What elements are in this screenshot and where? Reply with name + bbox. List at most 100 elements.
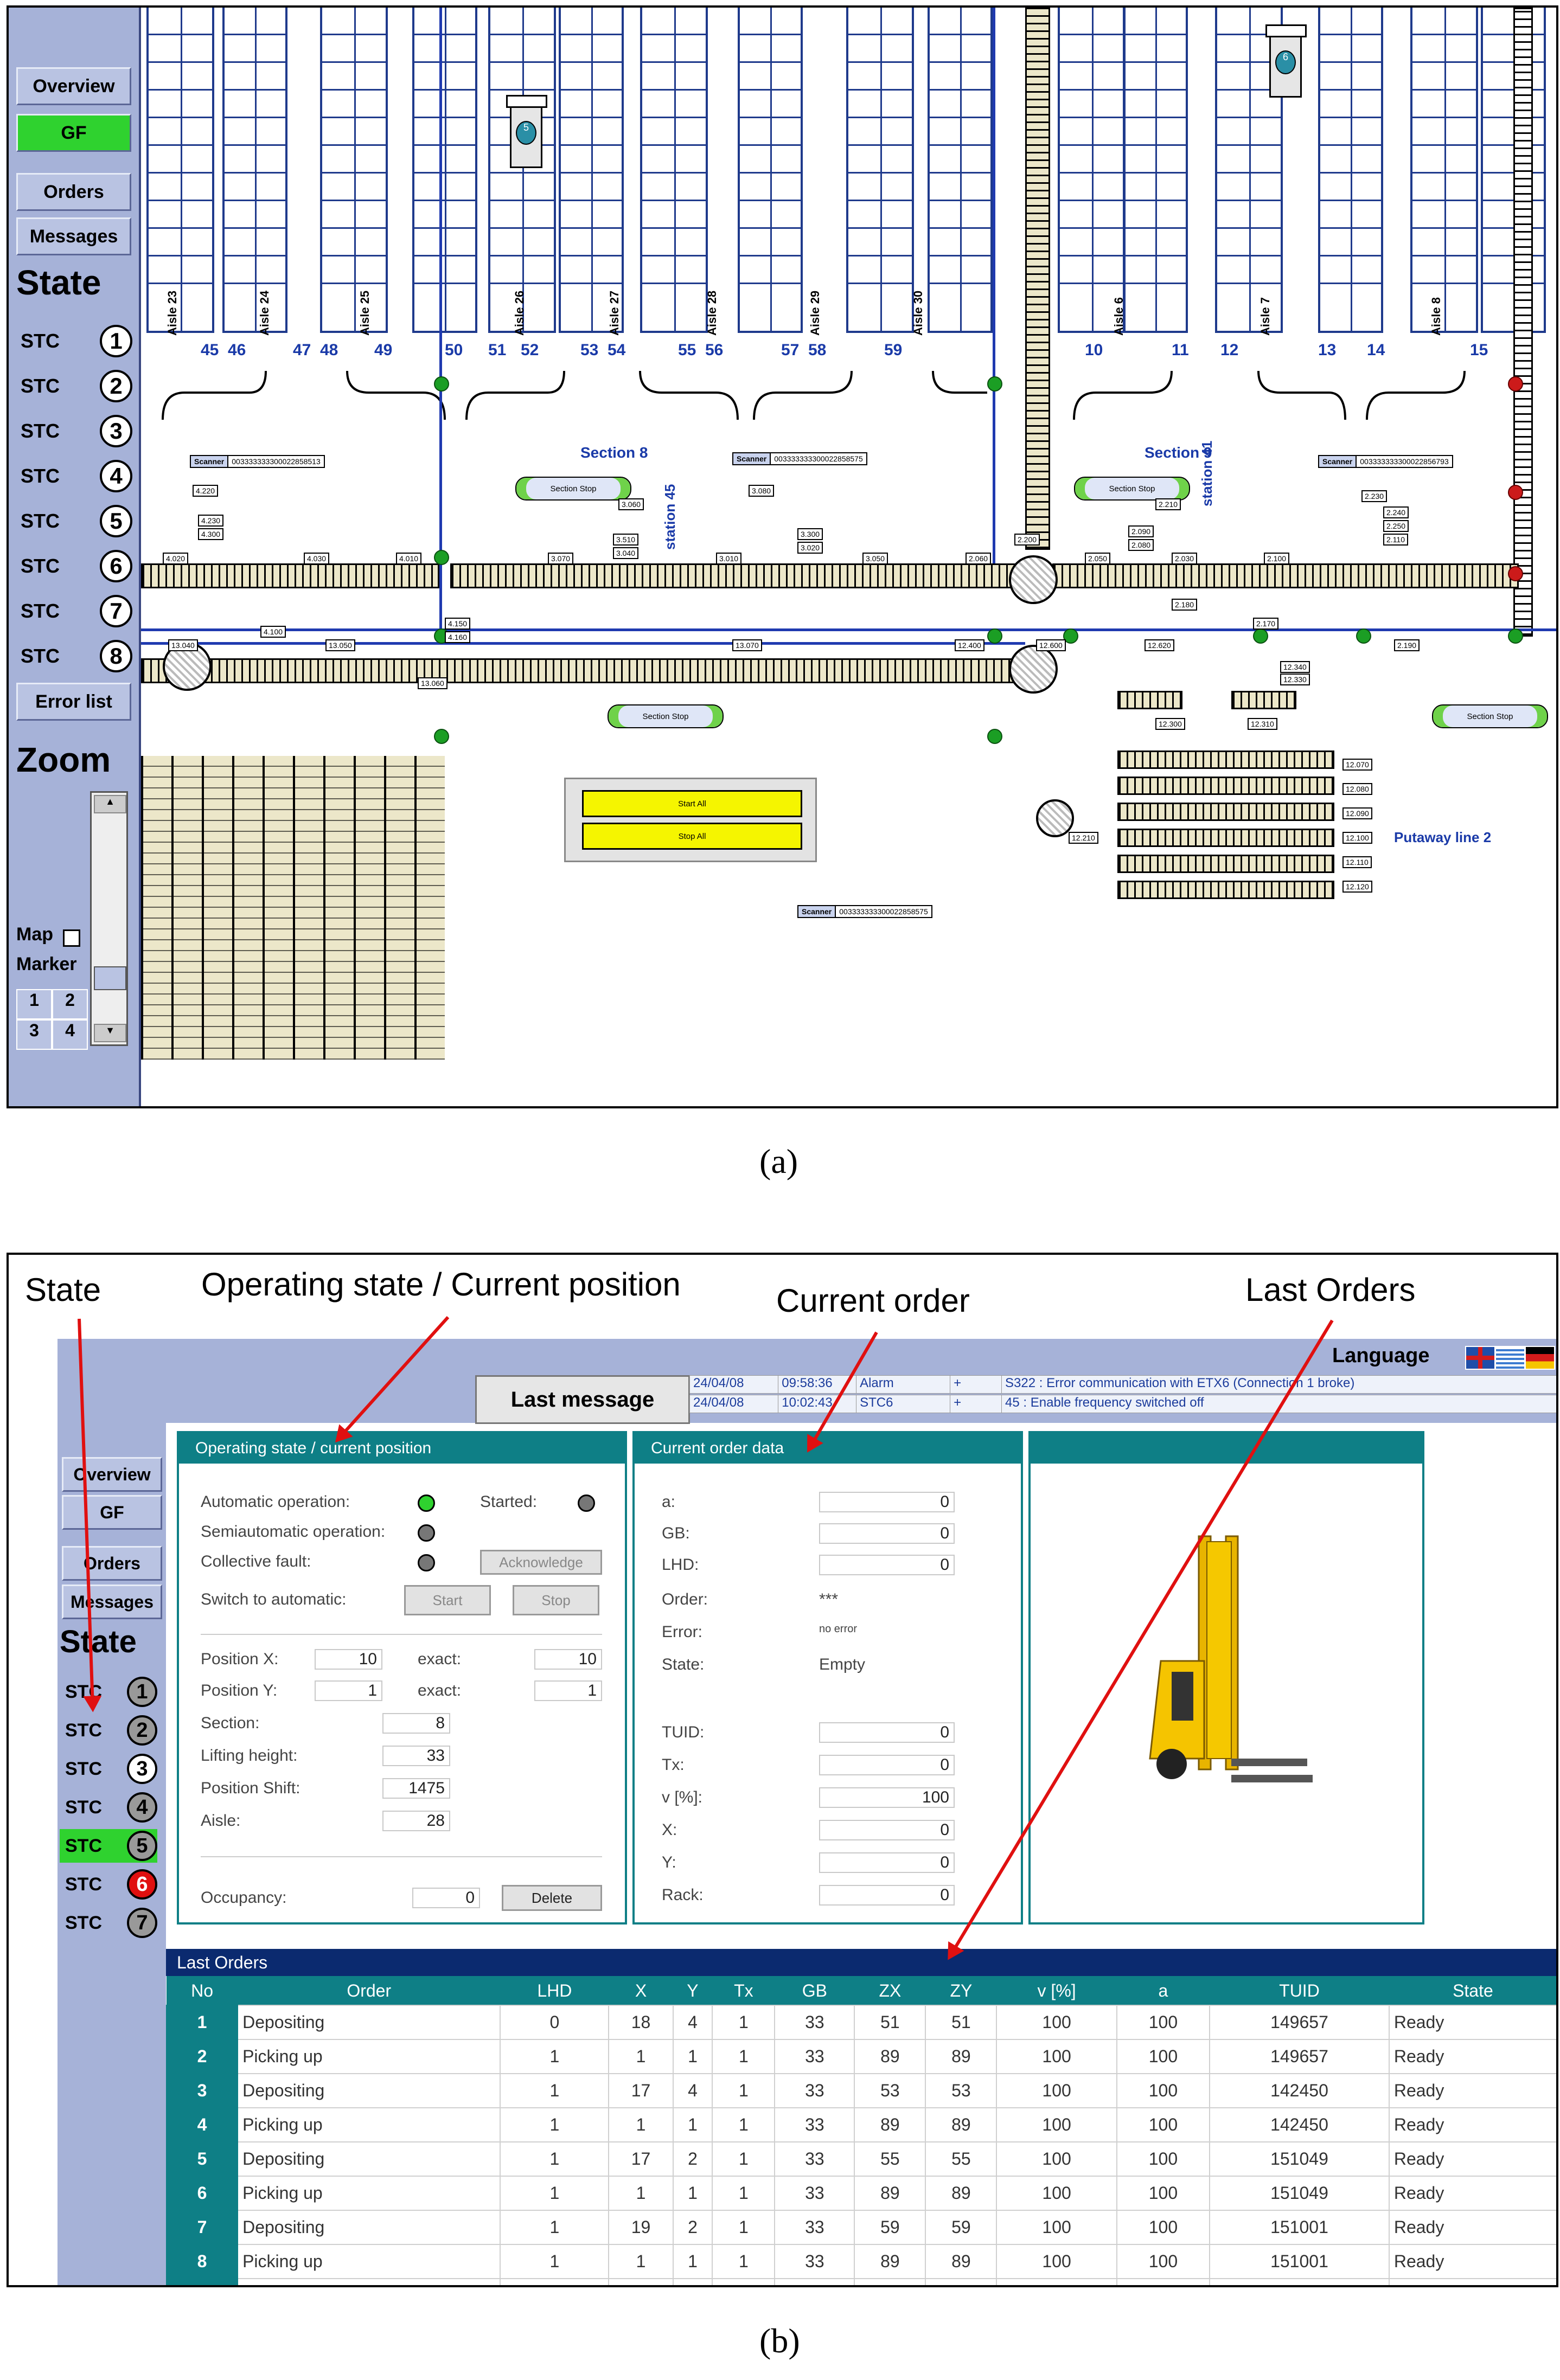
location-tag[interactable]: 13.050 <box>325 639 355 651</box>
flag-greece-icon[interactable] <box>1495 1346 1525 1370</box>
location-tag[interactable]: 2.110 <box>1383 534 1408 546</box>
location-tag[interactable]: 4.230 <box>198 515 224 527</box>
path-node-icon[interactable] <box>1508 628 1523 644</box>
location-tag[interactable]: 3.070 <box>548 553 574 564</box>
location-tag[interactable]: 4.100 <box>260 626 286 638</box>
marker-button-4[interactable]: 4 <box>52 1019 88 1050</box>
location-tag[interactable]: 4.010 <box>396 553 422 564</box>
location-tag[interactable]: 2.200 <box>1014 534 1040 546</box>
location-tag[interactable]: 4.150 <box>445 618 471 630</box>
location-tag[interactable]: 2.210 <box>1155 498 1181 510</box>
map-checkbox[interactable] <box>63 929 80 947</box>
location-tag[interactable]: 2.230 <box>1361 490 1388 502</box>
flag-germany-icon[interactable] <box>1525 1346 1555 1370</box>
fault-node-icon[interactable] <box>1508 566 1523 581</box>
delete-button[interactable]: Delete <box>502 1885 602 1911</box>
scroll-down-icon[interactable]: ▼ <box>94 1024 126 1042</box>
location-tag[interactable]: 2.090 <box>1128 525 1154 537</box>
gf-button[interactable]: GF <box>16 114 131 152</box>
location-tag[interactable]: 13.070 <box>732 639 762 651</box>
turntable[interactable] <box>1009 645 1058 694</box>
scroll-thumb[interactable] <box>94 966 126 990</box>
location-tag[interactable]: 13.060 <box>418 677 447 689</box>
path-node-icon[interactable] <box>434 550 449 565</box>
table-row[interactable]: 9Depositing1931335353100100151018Ready <box>165 2278 1556 2285</box>
path-node-icon[interactable] <box>1063 628 1078 644</box>
location-tag[interactable]: 12.070 <box>1342 759 1372 771</box>
location-tag[interactable]: 4.160 <box>445 631 471 643</box>
section-stop-button[interactable]: Section Stop <box>1432 704 1548 728</box>
location-tag[interactable]: 4.300 <box>198 528 224 540</box>
location-tag[interactable]: 4.030 <box>304 553 330 564</box>
section-stop-button[interactable]: Section Stop <box>608 704 724 728</box>
messages-button[interactable]: Messages <box>62 1584 162 1619</box>
location-tag[interactable]: 2.080 <box>1128 539 1154 551</box>
path-node-icon[interactable] <box>987 376 1002 392</box>
location-tag[interactable]: 3.080 <box>749 485 775 497</box>
location-tag[interactable]: 2.240 <box>1383 506 1409 518</box>
location-tag[interactable]: 12.330 <box>1280 673 1310 685</box>
location-tag[interactable]: 12.620 <box>1145 639 1174 651</box>
path-node-icon[interactable] <box>1253 628 1268 644</box>
location-tag[interactable]: 12.110 <box>1342 856 1372 868</box>
turntable[interactable] <box>1036 799 1074 837</box>
section-stop-button[interactable]: Section Stop <box>1074 477 1190 501</box>
error-list-button[interactable]: Error list <box>16 683 131 721</box>
location-tag[interactable]: 3.060 <box>618 498 644 510</box>
location-tag[interactable]: 12.340 <box>1280 661 1310 673</box>
scroll-up-icon[interactable]: ▲ <box>94 795 126 813</box>
marker-button-3[interactable]: 3 <box>16 1019 52 1050</box>
location-tag[interactable]: 3.020 <box>797 542 823 554</box>
path-node-icon[interactable] <box>987 628 1002 644</box>
location-tag[interactable]: 12.300 <box>1155 718 1185 730</box>
location-tag[interactable]: 2.060 <box>966 553 992 564</box>
location-tag[interactable]: 12.090 <box>1342 807 1372 819</box>
location-tag[interactable]: 3.510 <box>613 534 639 546</box>
turntable[interactable] <box>1009 555 1058 604</box>
acknowledge-button[interactable]: Acknowledge <box>480 1550 602 1575</box>
location-tag[interactable]: 4.020 <box>163 553 189 564</box>
gf-button[interactable]: GF <box>62 1495 162 1530</box>
location-tag[interactable]: 12.120 <box>1342 881 1372 893</box>
location-tag[interactable]: 12.210 <box>1069 832 1098 844</box>
location-tag[interactable]: 12.600 <box>1036 639 1066 651</box>
overview-button[interactable]: Overview <box>62 1457 162 1492</box>
location-tag[interactable]: 12.080 <box>1342 783 1372 795</box>
path-node-icon[interactable] <box>987 729 1002 744</box>
location-tag[interactable]: 4.220 <box>193 485 219 497</box>
location-tag[interactable]: 3.010 <box>716 553 742 564</box>
path-node-icon[interactable] <box>434 376 449 392</box>
location-tag[interactable]: 2.100 <box>1264 553 1290 564</box>
stop-button[interactable]: Stop <box>513 1585 599 1615</box>
orders-button[interactable]: Orders <box>16 173 131 211</box>
marker-button-2[interactable]: 2 <box>52 989 88 1019</box>
location-tag[interactable]: 2.190 <box>1394 639 1420 651</box>
location-tag[interactable]: 12.400 <box>955 639 984 651</box>
location-tag[interactable]: 12.310 <box>1248 718 1277 730</box>
